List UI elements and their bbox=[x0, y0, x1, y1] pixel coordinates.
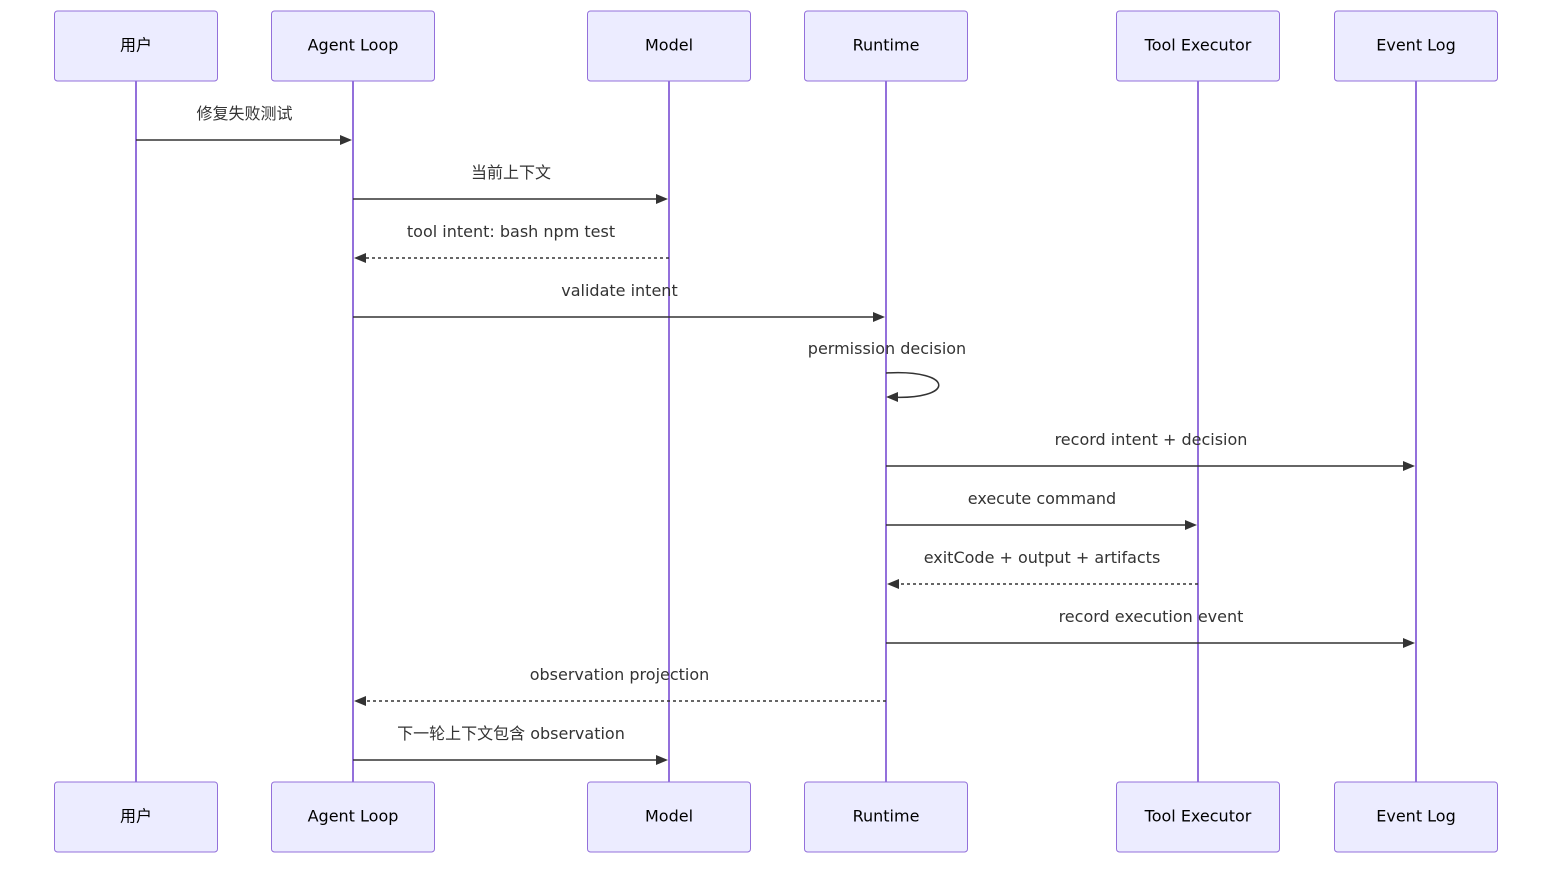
actor-box bbox=[804, 781, 968, 853]
actor-label: Agent Loop bbox=[308, 807, 399, 826]
actor-label: Agent Loop bbox=[308, 36, 399, 55]
message-10: observation projection bbox=[354, 665, 886, 706]
actor-box bbox=[1334, 10, 1498, 82]
arrowhead bbox=[1403, 461, 1415, 471]
actor-box bbox=[587, 781, 751, 853]
actor-label: Model bbox=[645, 36, 693, 55]
message-label: tool intent: bash npm test bbox=[407, 222, 615, 241]
arrowhead bbox=[1185, 520, 1197, 530]
actor-label: 用户 bbox=[120, 36, 152, 55]
actors-top-row: 用户 Agent Loop Model Runtime Tool Executor Eve… bbox=[54, 10, 1498, 82]
arrowhead bbox=[354, 253, 366, 263]
actor-label: Runtime bbox=[853, 36, 920, 55]
actor-label: Tool Executor bbox=[1144, 36, 1252, 55]
actor-model-bottom: Model bbox=[587, 781, 751, 853]
actor-tool_executor-bottom: Tool Executor bbox=[1116, 781, 1280, 853]
actors-bottom-row: 用户 Agent Loop Model Runtime Tool Executor Eve… bbox=[54, 781, 1498, 853]
message-2: 当前上下文 bbox=[353, 163, 668, 204]
actor-box bbox=[271, 10, 435, 82]
actor-user-bottom: 用户 bbox=[54, 781, 218, 853]
actor-user-top: 用户 bbox=[54, 10, 218, 82]
actor-agent_loop-bottom: Agent Loop bbox=[271, 781, 435, 853]
actor-box bbox=[804, 10, 968, 82]
message-11: 下一轮上下文包含 observation bbox=[353, 724, 668, 765]
message-3: tool intent: bash npm test bbox=[354, 222, 669, 263]
actor-box bbox=[1116, 781, 1280, 853]
actor-box bbox=[54, 781, 218, 853]
message-label: validate intent bbox=[561, 281, 677, 300]
message-label: execute command bbox=[968, 489, 1116, 508]
actor-event_log-bottom: Event Log bbox=[1334, 781, 1498, 853]
actor-agent_loop-top: Agent Loop bbox=[271, 10, 435, 82]
message-8: exitCode + output + artifacts bbox=[887, 548, 1198, 589]
arrowhead bbox=[340, 135, 352, 145]
arrowhead bbox=[656, 755, 668, 765]
message-5: permission decision bbox=[808, 339, 966, 402]
message-label: 当前上下文 bbox=[471, 163, 551, 182]
lifelines-layer bbox=[135, 81, 1417, 782]
actor-box bbox=[1116, 10, 1280, 82]
message-label: permission decision bbox=[808, 339, 966, 358]
arrowhead bbox=[354, 696, 366, 706]
actor-label: Runtime bbox=[853, 807, 920, 826]
arrowhead bbox=[873, 312, 885, 322]
message-1: 修复失败测试 bbox=[136, 104, 352, 145]
actor-runtime-top: Runtime bbox=[804, 10, 968, 82]
message-label: 下一轮上下文包含 observation bbox=[397, 724, 625, 743]
actor-label: Event Log bbox=[1376, 36, 1456, 55]
actor-label: Event Log bbox=[1376, 807, 1456, 826]
actor-model-top: Model bbox=[587, 10, 751, 82]
actor-tool_executor-top: Tool Executor bbox=[1116, 10, 1280, 82]
message-6: record intent + decision bbox=[886, 430, 1415, 471]
message-label: 修复失败测试 bbox=[196, 104, 292, 123]
message-4: validate intent bbox=[353, 281, 885, 322]
self-loop-line bbox=[885, 371, 940, 399]
message-9: record execution event bbox=[886, 607, 1415, 648]
message-label: observation projection bbox=[530, 665, 710, 684]
message-label: record execution event bbox=[1059, 607, 1244, 626]
actor-runtime-bottom: Runtime bbox=[804, 781, 968, 853]
message-label: record intent + decision bbox=[1055, 430, 1248, 449]
arrowhead bbox=[887, 579, 899, 589]
actor-box bbox=[1334, 781, 1498, 853]
arrowhead bbox=[1403, 638, 1415, 648]
actor-box bbox=[271, 781, 435, 853]
arrowhead bbox=[886, 392, 898, 402]
arrowhead bbox=[656, 194, 668, 204]
actor-label: Model bbox=[645, 807, 693, 826]
actor-box bbox=[587, 10, 751, 82]
actor-event_log-top: Event Log bbox=[1334, 10, 1498, 82]
actor-box bbox=[54, 10, 218, 82]
message-7: execute command bbox=[886, 489, 1197, 530]
actor-label: Tool Executor bbox=[1144, 807, 1252, 826]
message-label: exitCode + output + artifacts bbox=[924, 548, 1161, 567]
actor-label: 用户 bbox=[120, 807, 152, 826]
